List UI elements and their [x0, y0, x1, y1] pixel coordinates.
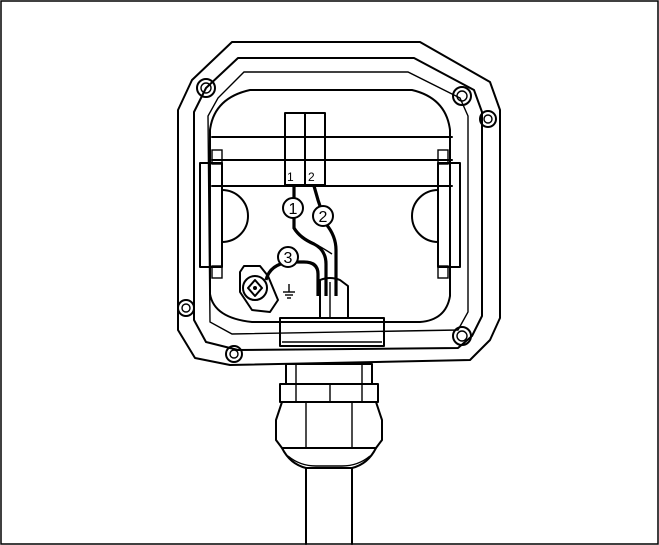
svg-text:2: 2 [319, 209, 328, 226]
housing-inner-ring [207, 71, 469, 335]
housing-rim [193, 57, 483, 351]
mounting-hole-bottom-left-2 [225, 345, 243, 363]
right-latch [411, 149, 461, 279]
ground-icon [283, 284, 295, 299]
ground-terminal-plate [239, 265, 279, 313]
housing-outer [177, 41, 501, 366]
svg-text:3: 3 [284, 250, 293, 267]
clamp-bar [279, 317, 385, 347]
svg-text:1: 1 [289, 201, 298, 218]
callout-2: 2 [312, 205, 334, 227]
mounting-hole-right [479, 110, 497, 128]
mounting-hole-bottom-right [452, 326, 472, 346]
left-latch [199, 149, 249, 279]
cavity [209, 89, 451, 323]
mounting-hole-top-right [452, 86, 472, 106]
terminal-label-2: 2 [308, 170, 315, 184]
callout-1: 1 [282, 197, 304, 219]
mounting-hole-bottom-left-1 [177, 299, 195, 317]
terminal-block [284, 112, 326, 186]
callout-3: 3 [277, 246, 299, 268]
ground-screw-icon [242, 275, 268, 301]
wire-3 [264, 260, 320, 296]
cable-gland [275, 363, 383, 469]
wire-1-inner [299, 235, 333, 255]
cable [305, 467, 353, 545]
mounting-hole-top-left [196, 78, 216, 98]
terminal-label-1: 1 [287, 170, 294, 184]
inner-strain-relief [319, 277, 349, 319]
